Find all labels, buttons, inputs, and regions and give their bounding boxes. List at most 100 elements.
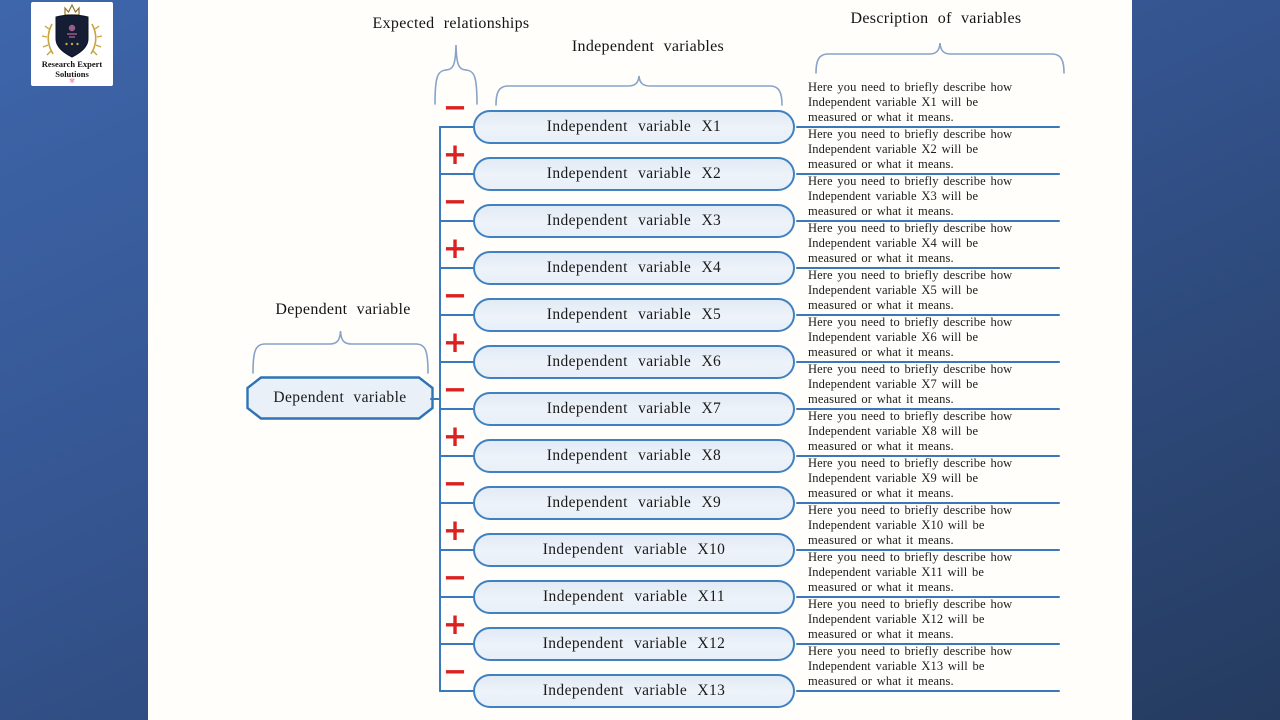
brace-expected-relationships [434,44,478,105]
relationship-sign: − [442,466,468,500]
description-line: Independent variable X5 will be [808,282,979,297]
independent-variable-box: Independent variable X3 [473,204,795,238]
description-line: Independent variable X2 will be [808,141,979,156]
branch-connector-line [439,173,475,175]
relationship-sign: + [442,513,468,547]
description-line: measured or what it means. [808,438,954,453]
independent-variable-label: Independent variable X2 [546,165,722,182]
branch-connector-line [439,267,475,269]
description-line: measured or what it means. [808,109,954,124]
branch-connector-line [439,408,475,410]
independent-variable-box: Independent variable X9 [473,486,795,520]
description-underline [796,549,1060,551]
laurel-left-icon [47,23,54,55]
independent-variable-box: Independent variable X5 [473,298,795,332]
description-line: measured or what it means. [808,344,954,359]
relationship-sign: − [442,184,468,218]
relationship-sign: − [442,90,468,124]
relationship-sign: + [442,325,468,359]
description-line: Here you need to briefly describe how [808,268,1013,282]
description-line: measured or what it means. [808,391,954,406]
description-line: Independent variable X3 will be [808,188,979,203]
dependent-variable-box: Dependent variable [246,376,434,420]
relationship-sign: − [442,654,468,688]
independent-variable-label: Independent variable X13 [542,682,726,699]
description-underline [796,690,1060,692]
description-underline [796,502,1060,504]
independent-variable-box: Independent variable X7 [473,392,795,426]
header-description-of-variables: Description of variables [850,10,1022,27]
description-line: Here you need to briefly describe how [808,456,1013,470]
description-line: Here you need to briefly describe how [808,503,1013,517]
description-underline [796,220,1060,222]
independent-variable-label: Independent variable X5 [546,306,722,323]
description-line: Here you need to briefly describe how [808,221,1013,235]
independent-variable-box: Independent variable X1 [473,110,795,144]
description-line: Independent variable X8 will be [808,423,979,438]
description-line: measured or what it means. [808,297,954,312]
crest-icon [41,3,103,58]
description-line: Independent variable X12 will be [808,611,985,626]
description-line: Here you need to briefly describe how [808,315,1013,329]
brace-dependent-variable [252,330,429,374]
branch-connector-line [439,549,475,551]
description-line: measured or what it means. [808,203,954,218]
description-line: Here you need to briefly describe how [808,127,1013,141]
description-line: Independent variable X13 will be [808,658,985,673]
independent-variable-label: Independent variable X11 [543,588,725,605]
branch-connector-line [439,643,475,645]
dependent-connector-line [430,398,441,400]
independent-variable-label: Independent variable X7 [546,400,722,417]
relationship-sign: − [442,560,468,594]
description-line: Independent variable X9 will be [808,470,979,485]
description-underline [796,643,1060,645]
independent-variable-label: Independent variable X4 [546,259,722,276]
description-underline [796,361,1060,363]
description-underline [796,267,1060,269]
branch-connector-line [439,502,475,504]
branch-connector-line [439,314,475,316]
independent-variable-label: Independent variable X10 [542,541,726,558]
description-line: measured or what it means. [808,579,954,594]
relationship-sign: + [442,419,468,453]
branch-connector-line [439,690,475,692]
description-line: Independent variable X1 will be [808,94,979,109]
description-line: Here you need to briefly describe how [808,409,1013,423]
relationship-sign: + [442,137,468,171]
description-line: Here you need to briefly describe how [808,597,1013,611]
description-line: measured or what it means. [808,156,954,171]
logo-flourish-icon: ✾ [69,77,75,85]
independent-variable-label: Independent variable X3 [546,212,722,229]
description-line: measured or what it means. [808,673,954,688]
independent-variable-box: Independent variable X6 [473,345,795,379]
independent-variable-box: Independent variable X2 [473,157,795,191]
description-line: Independent variable X10 will be [808,517,985,532]
branch-connector-line [439,220,475,222]
description-underline [796,408,1060,410]
company-logo: Research Expert Solutions ✾ [31,2,113,86]
relationship-sign: − [442,372,468,406]
independent-variable-box: Independent variable X4 [473,251,795,285]
description-underline [796,455,1060,457]
description-line: measured or what it means. [808,532,954,547]
relationship-sign: + [442,231,468,265]
description-line: Here you need to briefly describe how [808,80,1013,94]
description-underline [796,314,1060,316]
independent-variable-box: Independent variable X12 [473,627,795,661]
independent-variable-box: Independent variable X13 [473,674,795,708]
shield-icon [55,14,89,58]
description-underline [796,596,1060,598]
relationship-sign: + [442,607,468,641]
branch-connector-line [439,596,475,598]
dependent-variable-label: Dependent variable [273,389,407,406]
header-independent-variables: Independent variables [571,38,725,55]
